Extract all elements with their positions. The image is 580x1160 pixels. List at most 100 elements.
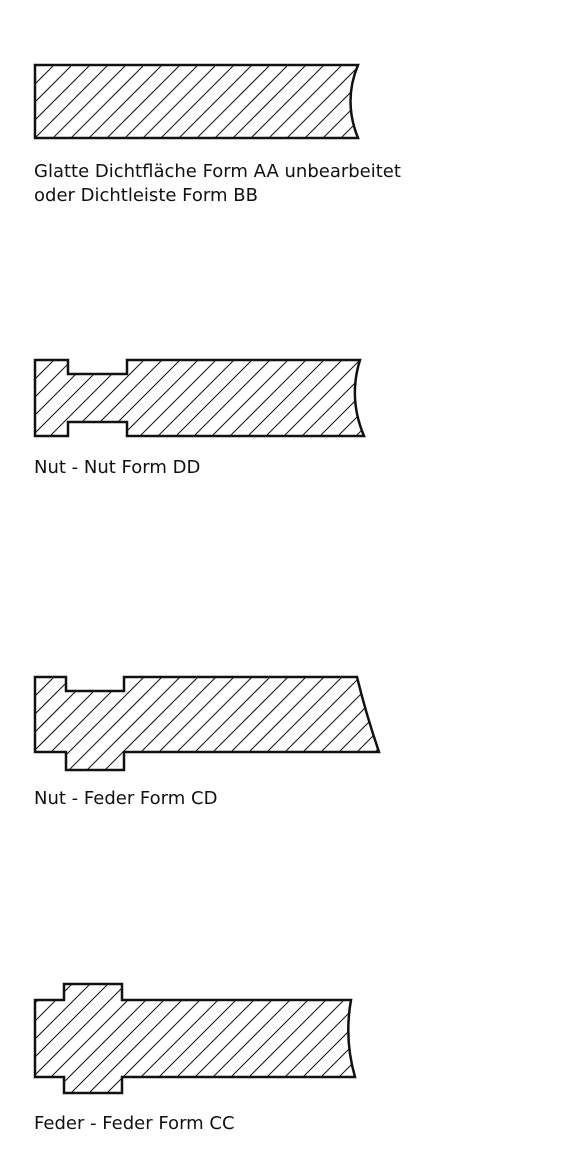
hatch-line [449,65,522,138]
profile-nut-feder: Nut - Feder Form CD [0,660,580,850]
hatch-line [340,984,355,1093]
hatch-line [359,65,432,138]
hatch-line [160,984,271,1093]
hatch-line [70,65,145,138]
hatch-line [503,984,580,1093]
hatch-line [35,360,73,436]
hatch-line [554,360,580,436]
hatch-line [521,984,580,1093]
hatch-line [247,360,325,436]
hatch-line [500,360,576,436]
hatch-line [284,677,379,770]
caption-groove-tongue: Nut - Feder Form CD [34,787,217,811]
hatch-line [142,65,217,138]
hatch-line [35,677,109,770]
hatch-line [413,984,522,1093]
hatch-line [304,984,355,1093]
section-drawing-groove-tongue [0,675,580,772]
hatch-line [431,65,504,138]
hatch-line [124,65,199,138]
hatch-line [178,65,253,138]
caption-smooth: Glatte Dichtfläche Form AA unbearbeitet … [34,160,401,208]
hatch-line [35,677,91,770]
hatch-line [537,677,580,770]
hatch-line [483,677,576,770]
hatch-line [467,984,576,1093]
hatch-line [429,677,522,770]
hatch-line [555,677,580,770]
hatch-line [338,677,379,770]
hatch-line [194,677,289,770]
hatch-line [35,984,73,1093]
hatch-line [88,984,199,1093]
hatch-line [122,677,217,770]
hatch-line [193,360,271,436]
hatch-line [35,65,91,138]
hatch-line [539,65,580,138]
caption-line: Nut - Nut Form DD [34,457,201,478]
hatch-line [355,360,364,436]
hatch-line [0,677,18,770]
hatch-line [482,360,558,436]
hatch-line [103,360,181,436]
hatch-line [575,984,580,1093]
hatch-line [446,360,522,436]
hatch-line [268,65,343,138]
caption-tongue-tongue: Feder - Feder Form CC [34,1112,235,1136]
hatch-line [377,65,450,138]
hatch-line [411,677,504,770]
section-outline [33,675,381,772]
caption-line: oder Dichtleiste Form BB [34,185,258,206]
hatch-line [304,65,358,138]
hatch-line [35,984,37,1093]
hatch-line [35,677,55,770]
hatch-line [67,360,145,436]
hatch-line [106,65,181,138]
hatch-line [35,984,127,1093]
hatch-line [86,677,181,770]
hatch-line [393,677,486,770]
hatch-line [49,360,127,436]
hatch-line [283,360,361,436]
hatch-line [35,360,109,436]
hatch-line [374,677,379,770]
profile-feder-feder: Feder - Feder Form CC [0,970,580,1160]
hatch-line [485,984,580,1093]
hatch-line [212,677,307,770]
hatch-line [449,984,558,1093]
hatch-line [431,984,540,1093]
caption-line: Glatte Dichtfläche Form AA unbearbeitet [34,161,401,182]
hatch-line [465,677,558,770]
hatch-line [539,984,580,1093]
hatch-line [266,677,361,770]
hatch-line [214,984,325,1093]
hatch-line [447,677,540,770]
section-outline [33,63,360,140]
caption-line: Nut - Feder Form CD [34,788,218,809]
hatch-line [286,984,355,1093]
hatch-line [302,677,379,770]
hatch-line [35,360,55,436]
hatch-line [340,65,358,138]
hatch-line [322,984,355,1093]
hatch-line [124,984,235,1093]
hatch-line [536,360,580,436]
hatch-line [248,677,343,770]
hatch-line [196,984,307,1093]
hatch-line [157,360,235,436]
hatch-line [395,65,468,138]
hatch-line [175,360,253,436]
hatch-line [0,65,18,138]
hatch-line [35,65,55,138]
hatch-line [121,360,199,436]
hatch-line [88,65,163,138]
hatch-line [464,360,540,436]
hatch-line [70,984,181,1093]
hatch-line [322,65,358,138]
hatch-line [359,984,468,1093]
hatch-line [35,65,37,138]
hatch-line [142,984,253,1093]
section-drawing-groove-groove [33,358,580,438]
hatch-line [503,65,576,138]
section-drawing-tongue-tongue [33,982,580,1095]
